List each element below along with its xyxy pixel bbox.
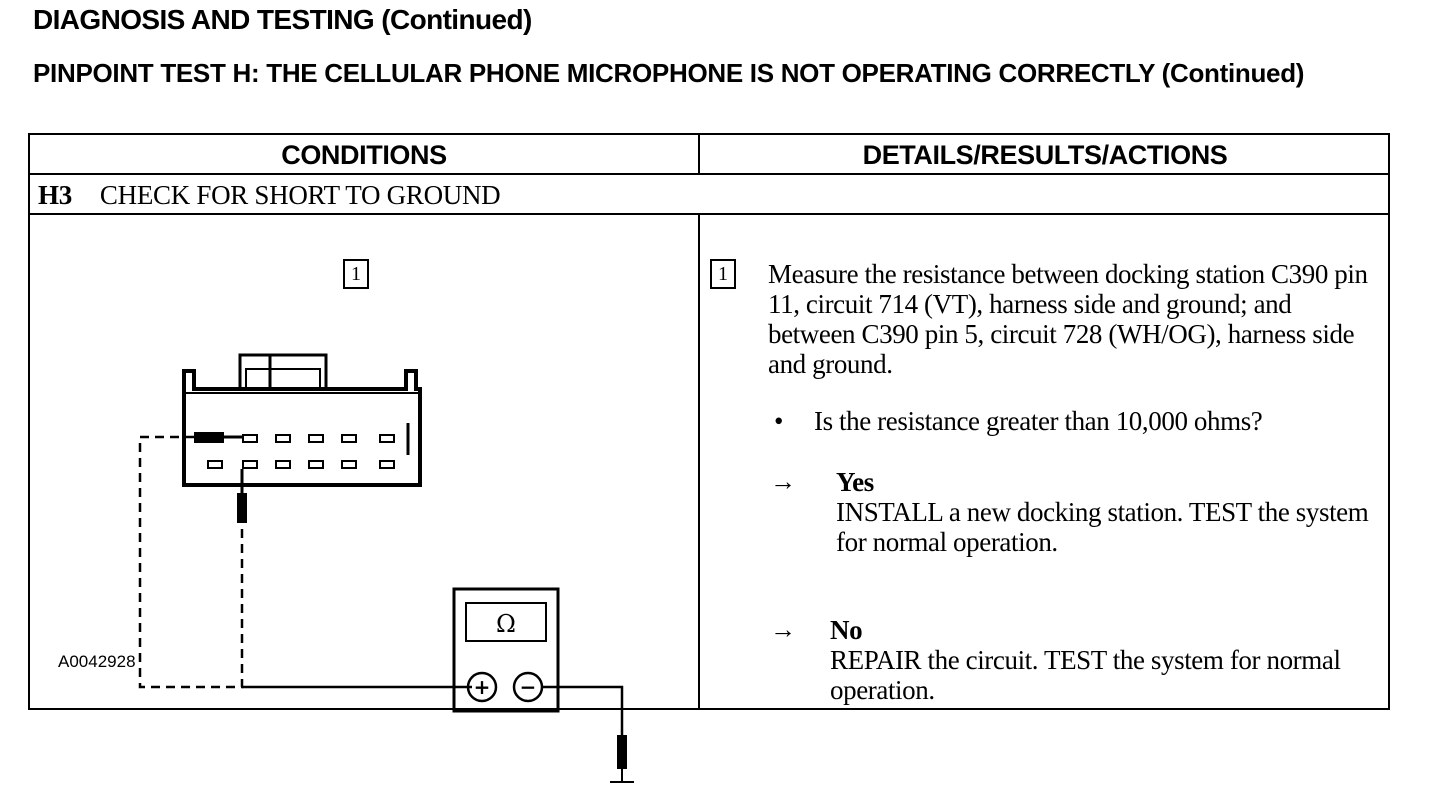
diagnostic-table: CONDITIONS DETAILS/RESULTS/ACTIONS H3 CHE…: [28, 133, 1390, 783]
result-yes: Yes INSTALL a new docking station. TEST …: [836, 467, 1376, 557]
bullet-icon: •: [774, 406, 784, 436]
ohm-symbol: Ω: [496, 610, 516, 638]
result-label: No: [830, 615, 863, 645]
connector-pins-row-2: [207, 460, 395, 469]
connector-body: [182, 369, 422, 487]
question-row: • Is the resistance greater than 10,000 …: [774, 406, 1263, 436]
connector-ohmmeter-diagram: Ω + −: [138, 353, 634, 783]
positive-terminal: [466, 671, 498, 703]
conditions-header: CONDITIONS: [281, 140, 447, 170]
page-heading: DIAGNOSIS AND TESTING (Continued): [33, 4, 532, 35]
probe-pin-5: [237, 493, 247, 523]
result-label: Yes: [836, 467, 874, 497]
measurement-instruction: Measure the resistance between docking s…: [768, 259, 1368, 379]
dashed-jumper-lead: [138, 435, 244, 689]
arrow-right-icon: →: [770, 467, 796, 496]
details-header: DETAILS/RESULTS/ACTIONS: [862, 140, 1228, 170]
step-divider: [30, 213, 1388, 215]
details-step-number-box: 1: [710, 259, 736, 289]
pinpoint-test-title: PINPOINT TEST H: THE CELLULAR PHONE MICR…: [33, 58, 1305, 88]
result-no: No REPAIR the circuit. TEST the system f…: [830, 615, 1370, 705]
figure-id: A0042928: [58, 652, 136, 671]
question-text: Is the resistance greater than 10,000 oh…: [814, 406, 1263, 436]
header-divider: [30, 173, 1388, 175]
minus-sign: −: [520, 675, 537, 699]
step-code: H3: [38, 180, 72, 210]
step-title-row: H3 CHECK FOR SHORT TO GROUND: [38, 177, 501, 213]
result-action: REPAIR the circuit. TEST the system for …: [830, 645, 1341, 705]
step-title: CHECK FOR SHORT TO GROUND: [99, 180, 501, 210]
header-column-divider: [698, 135, 700, 173]
ohmmeter-display: [465, 602, 547, 642]
figure-step-number-box: 1: [343, 259, 369, 289]
arrow-right-icon: →: [770, 615, 796, 644]
ground-probe: [617, 735, 627, 769]
result-action: INSTALL a new docking station. TEST the …: [836, 497, 1369, 557]
connector-pins-row-1: [242, 434, 395, 443]
plus-sign: +: [474, 675, 491, 699]
body-column-divider: [698, 213, 700, 708]
connector-latch: [238, 353, 272, 389]
ohmmeter: [452, 587, 560, 713]
probe-pin-11: [194, 432, 224, 443]
